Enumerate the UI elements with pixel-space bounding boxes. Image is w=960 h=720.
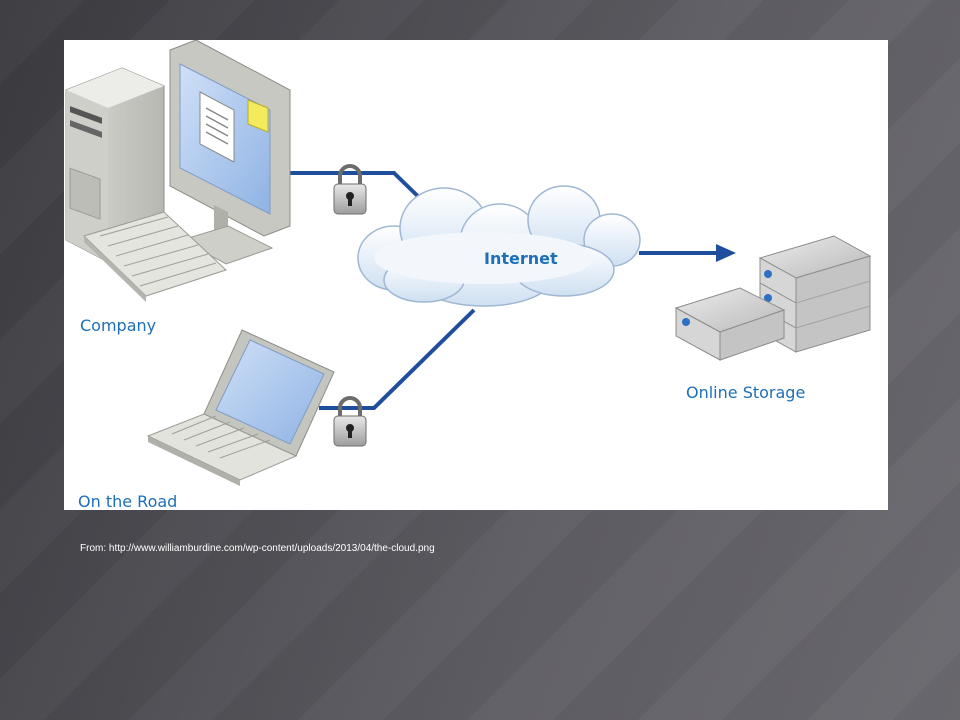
- source-caption: From: http://www.williamburdine.com/wp-c…: [80, 543, 435, 554]
- diagram-canvas: [65, 40, 872, 486]
- cloud-fill-cover: [374, 232, 594, 284]
- online-storage-label: Online Storage: [686, 383, 806, 402]
- cloud-storage-diagram: Company On the Road Online Storage Inter…: [64, 40, 888, 510]
- company-label: Company: [80, 316, 157, 335]
- internet-label: Internet: [484, 249, 558, 268]
- arrow-head-icon: [716, 244, 736, 262]
- padlock-icon: [333, 396, 367, 447]
- on-the-road-label: On the Road: [78, 492, 178, 510]
- laptop-icon: [146, 329, 335, 486]
- desktop-computer-icon: [65, 40, 291, 302]
- server-rack-icon: [674, 235, 872, 361]
- padlock-icon: [333, 164, 367, 215]
- road-connector: [319, 308, 476, 410]
